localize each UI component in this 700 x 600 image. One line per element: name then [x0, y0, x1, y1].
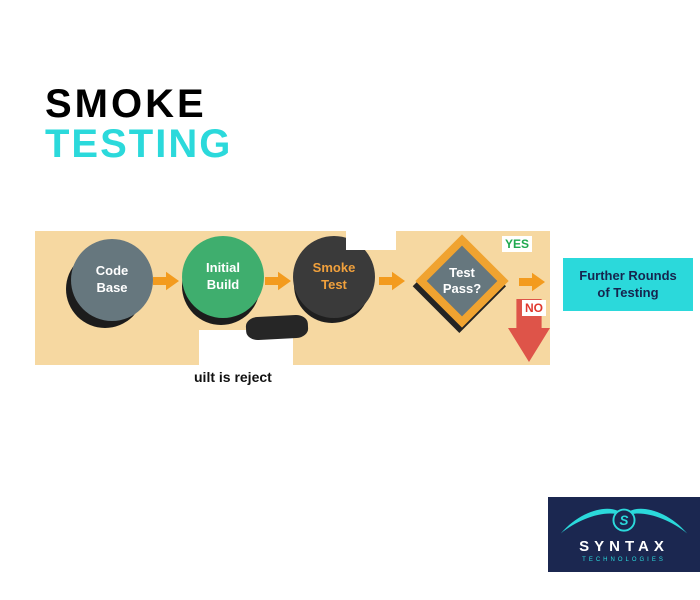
rejected-build-icon — [245, 314, 309, 341]
erased-patch — [346, 229, 396, 250]
syntax-logo-icon: S — [560, 508, 688, 534]
node-test-pass-label: Test Pass? — [442, 264, 482, 296]
title-line-testing: TESTING — [45, 122, 233, 166]
logo-brand-text: SYNTAX — [579, 538, 669, 555]
node-code-base: Code Base — [71, 239, 153, 321]
node-initial-build: Initial Build — [182, 236, 264, 318]
logo-tagline-text: TECHNOLOGIES — [582, 557, 666, 563]
logo-monogram: S — [620, 513, 629, 528]
further-testing-box: Further Rounds of Testing — [563, 258, 693, 311]
page-title: SMOKE TESTING — [45, 84, 232, 164]
yes-label: YES — [502, 236, 533, 252]
node-initial-build-label: Initial Build — [206, 260, 240, 292]
node-code-base-label: Code Base — [95, 263, 129, 295]
node-test-pass: Test Pass? — [412, 234, 509, 333]
rejected-note: uilt is reject — [194, 369, 272, 385]
syntax-logo: S SYNTAX TECHNOLOGIES — [548, 497, 700, 572]
node-smoke-test-label: Smoke Test — [312, 260, 356, 292]
title-line-smoke: SMOKE — [45, 82, 207, 126]
further-testing-label: Further Rounds of Testing — [579, 267, 677, 300]
no-label: NO — [522, 300, 546, 316]
